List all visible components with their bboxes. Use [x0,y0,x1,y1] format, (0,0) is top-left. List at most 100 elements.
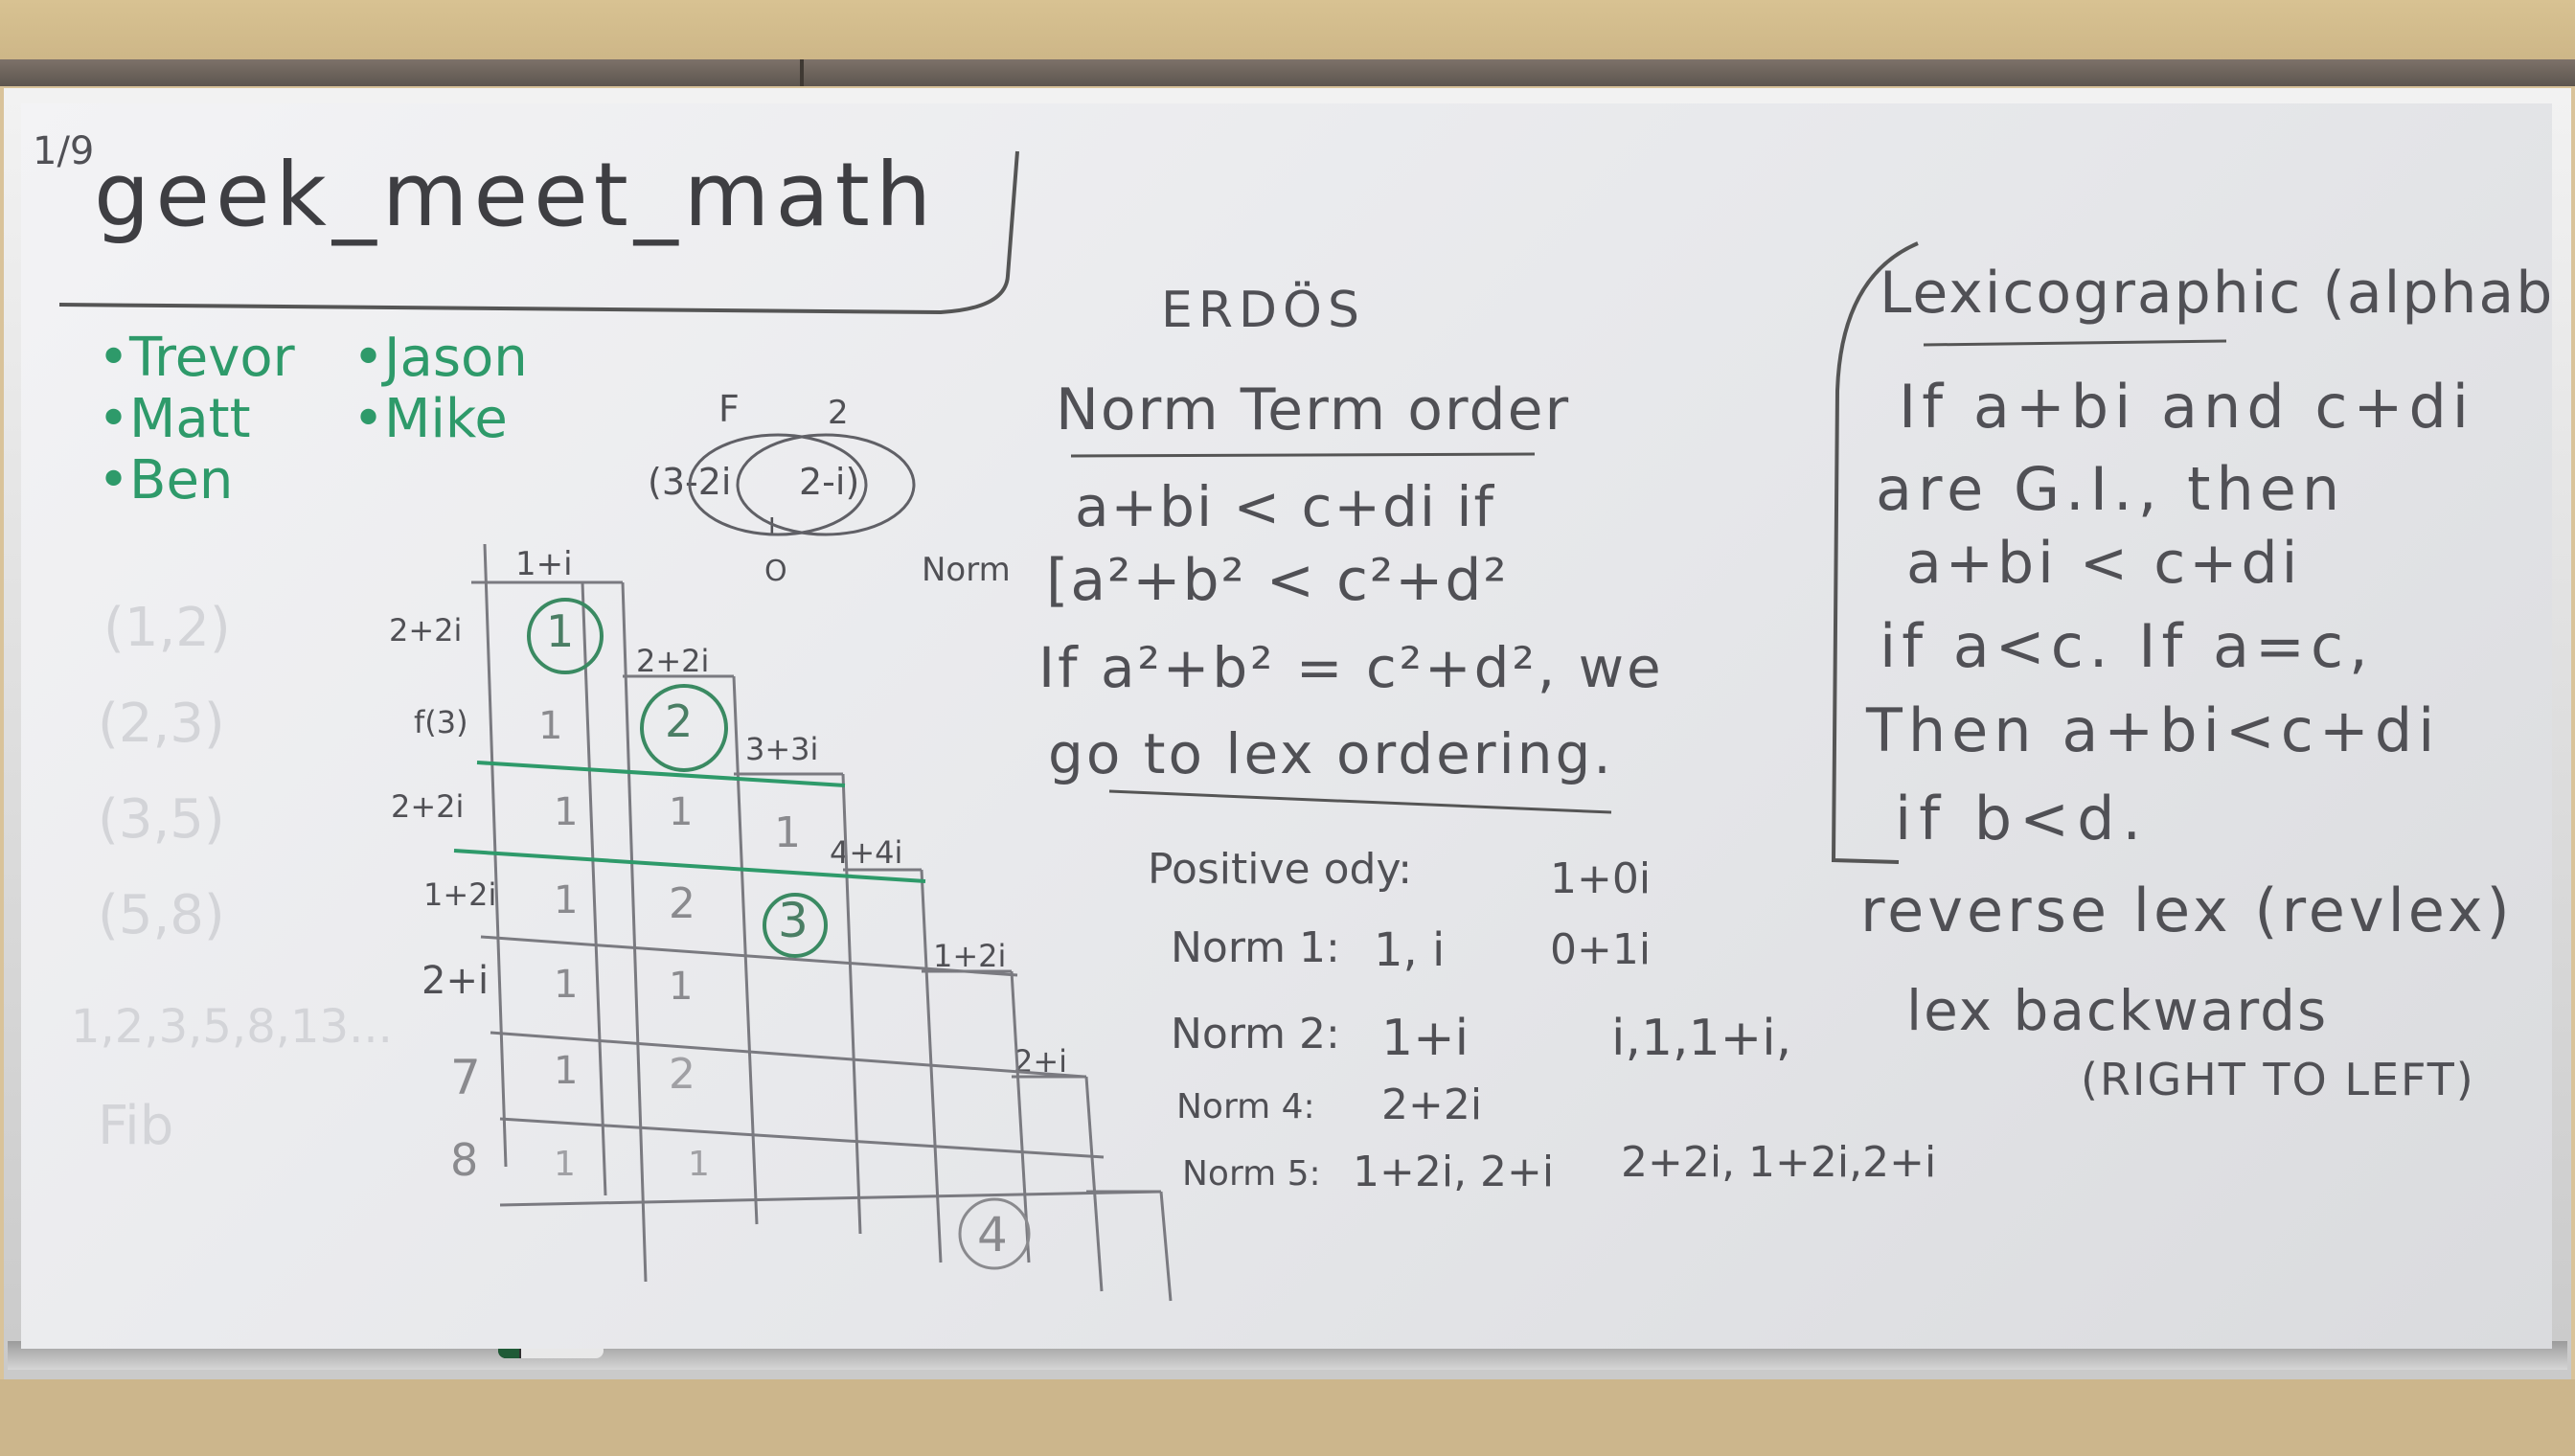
note-line: if b<d. [1895,784,2150,853]
note-line: a+bi < c+di [1906,530,2302,597]
note-line: If a+bi and c+di [1899,372,2475,442]
grid-line [732,675,759,1225]
list-item: •Ben [98,449,234,512]
venn-label: F [718,388,740,430]
grid-cell: 1 [669,965,694,1009]
note-value: 0+1i [1550,925,1652,974]
venn-label: I [768,513,776,542]
grid-cell: 2 [669,1050,695,1099]
note-label: Positive ody: [1148,845,1413,894]
circled-value: 3 [778,893,809,948]
column-label: 3+3i [745,731,819,767]
grid-cell: 1 [688,1145,710,1184]
section-heading: ERDÖS [1161,282,1365,339]
grid-line [490,1031,1085,1079]
note-value: 2+2i [1381,1081,1483,1129]
faded-note: (1,2) [103,597,231,659]
green-line [453,849,926,883]
grid-line [480,935,1018,977]
row-label: 1+2i [423,876,497,913]
section-subheading: Norm Term order [1056,376,1571,444]
green-line [476,761,846,787]
grid-line [1084,1076,1104,1292]
note-label: Norm 5: [1182,1154,1321,1194]
faded-note: 1,2,3,5,8,13... [71,1000,393,1054]
circle-mark [527,598,604,674]
circle-mark [958,1197,1031,1270]
norm-label: Norm [922,551,1011,589]
note-label: Norm 2: [1171,1010,1340,1058]
note-line: If a²+b² = c²+d², we [1038,635,1664,700]
grid-line [581,581,607,1196]
list-item: •Mike [353,388,508,450]
grid-cell: 1 [538,704,563,748]
column-label: 1+2i [933,938,1007,974]
note-line: a+bi < c+di if [1075,474,1495,539]
faded-note: (5,8) [98,884,225,946]
grid-line [499,1190,1162,1207]
grid-line [621,581,648,1283]
note-value: 1, i [1374,923,1446,977]
underline [1108,789,1612,814]
note-value: 2+2i, 1+2i,2+i [1621,1138,1937,1187]
underline [1070,452,1536,458]
faded-note: (2,3) [98,693,225,755]
date-label: 1/9 [33,129,95,173]
note-line: go to lex ordering. [1048,721,1614,786]
row-label: 2+i [422,959,490,1003]
venn-circle [688,433,868,536]
note-value: 1+0i [1550,854,1652,903]
list-item: •Matt [98,388,251,450]
row-label: 7 [450,1050,481,1105]
grid-cell: 1 [774,808,801,857]
list-item: •Trevor [98,327,295,389]
circled-value: 2 [665,695,694,747]
grid-cell: 1 [554,1145,576,1184]
ink-strokes [58,150,2227,1302]
row-label: 8 [450,1134,479,1186]
circled-value: 4 [977,1207,1008,1263]
note-line: (RIGHT TO LEFT) [2081,1054,2475,1105]
board-top-rail [0,59,2575,86]
note-value: 1+i [1381,1010,1470,1067]
grid-line [1159,1191,1173,1302]
venn-label: 2 [828,394,849,432]
column-label: 4+4i [830,834,903,871]
venn-label: 2-i) [799,461,860,503]
note-label: Norm 4: [1176,1087,1315,1126]
page-title: geek_meet_math [94,144,938,246]
circled-value: 1 [546,605,575,657]
circle-mark [640,684,728,772]
grid-line [841,773,862,1235]
grid-cell: 1 [554,963,579,1007]
column-label: 2+2i [636,643,710,679]
note-line: [a²+b² < c²+d² [1046,547,1509,614]
note-line: lex backwards [1906,978,2329,1043]
section-heading: Lexicographic (alphaberical) [1880,260,2552,327]
note-label: Norm 1: [1171,923,1340,972]
grid-cell: 1 [669,790,694,834]
faded-note: Fib [98,1095,174,1157]
title-box-line [58,150,1019,315]
whiteboard: (1,2) (2,3) (3,5) (5,8) 1,2,3,5,8,13... … [21,103,2552,1349]
grid-line [1010,970,1031,1263]
grid-cell: 1 [554,1049,579,1093]
grid-cell: 2 [669,879,695,928]
bracket-line [1831,241,1919,864]
grid-line [483,543,508,1168]
grid-cell: 1 [554,790,579,834]
note-value: i,1,1+i, [1611,1010,1792,1067]
row-label: f(3) [414,704,468,740]
grid-line [499,1117,1105,1159]
faded-note: (3,5) [98,788,225,851]
note-value: 1+2i, 2+i [1353,1148,1555,1196]
note-line: reverse lex (revlex) [1860,876,2514,945]
column-label: 1+i [515,545,573,583]
note-line: are G.I., then [1876,454,2346,524]
row-label: 2+2i [391,788,465,825]
venn-label: O [764,555,787,588]
note-line: if a<c. If a=c, [1880,611,2374,681]
circle-mark [763,893,828,958]
grid-cell: 1 [554,878,579,922]
wall [0,0,2575,61]
